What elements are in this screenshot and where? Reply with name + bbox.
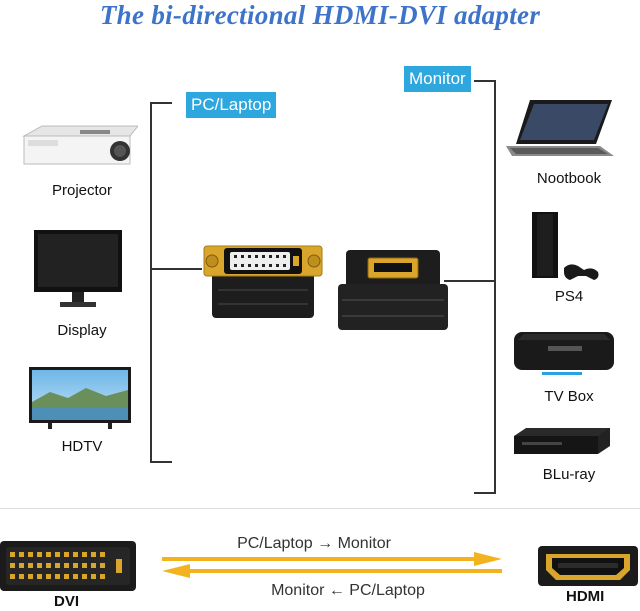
reverse-arrow-icon	[162, 564, 502, 578]
direction-forward-text: PC/Laptop → Monitor	[237, 535, 391, 552]
left-bracket-top	[150, 102, 172, 104]
pc-laptop-tag: PC/Laptop	[186, 92, 277, 118]
hdmi-port-icon	[538, 546, 638, 586]
right-bracket-bottom	[474, 492, 496, 494]
device-label-blu-ray: BLu-ray	[542, 466, 596, 483]
forward-arrow-icon	[162, 552, 502, 566]
monitor-icon	[34, 230, 122, 307]
device-label-notebook: Nootbook	[536, 170, 602, 187]
right-bracket-top	[474, 80, 496, 82]
device-label-tv-box: TV Box	[544, 388, 594, 405]
device-label-display: Display	[57, 322, 107, 339]
dvi-label: DVI	[54, 593, 80, 610]
right-connector-line	[444, 280, 494, 282]
console-icon	[532, 212, 599, 280]
left-bracket-bottom	[150, 461, 172, 463]
page-title: The bi-directional HDMI-DVI adapter	[99, 0, 541, 30]
hdmi-adapter-icon	[338, 250, 448, 330]
dvi-port-icon	[0, 541, 136, 591]
dvi-adapter-icon	[203, 245, 323, 318]
laptop-icon	[506, 100, 614, 156]
left-bracket-line	[150, 102, 152, 462]
blu-ray-player-icon	[514, 428, 610, 454]
left-connector-line	[150, 268, 202, 270]
right-bracket-line	[494, 80, 496, 494]
projector-icon	[22, 125, 138, 165]
bottom-divider	[0, 508, 640, 509]
device-label-projector: Projector	[51, 182, 113, 199]
direction-reverse-text: Monitor ← PC/Laptop	[271, 582, 425, 599]
device-label-hdtv: HDTV	[61, 438, 103, 455]
monitor-tag: Monitor	[404, 66, 471, 92]
hdmi-label: HDMI	[566, 588, 605, 605]
tv-icon	[29, 367, 131, 429]
device-label-ps4: PS4	[554, 288, 584, 305]
tv-box-icon	[514, 332, 614, 375]
